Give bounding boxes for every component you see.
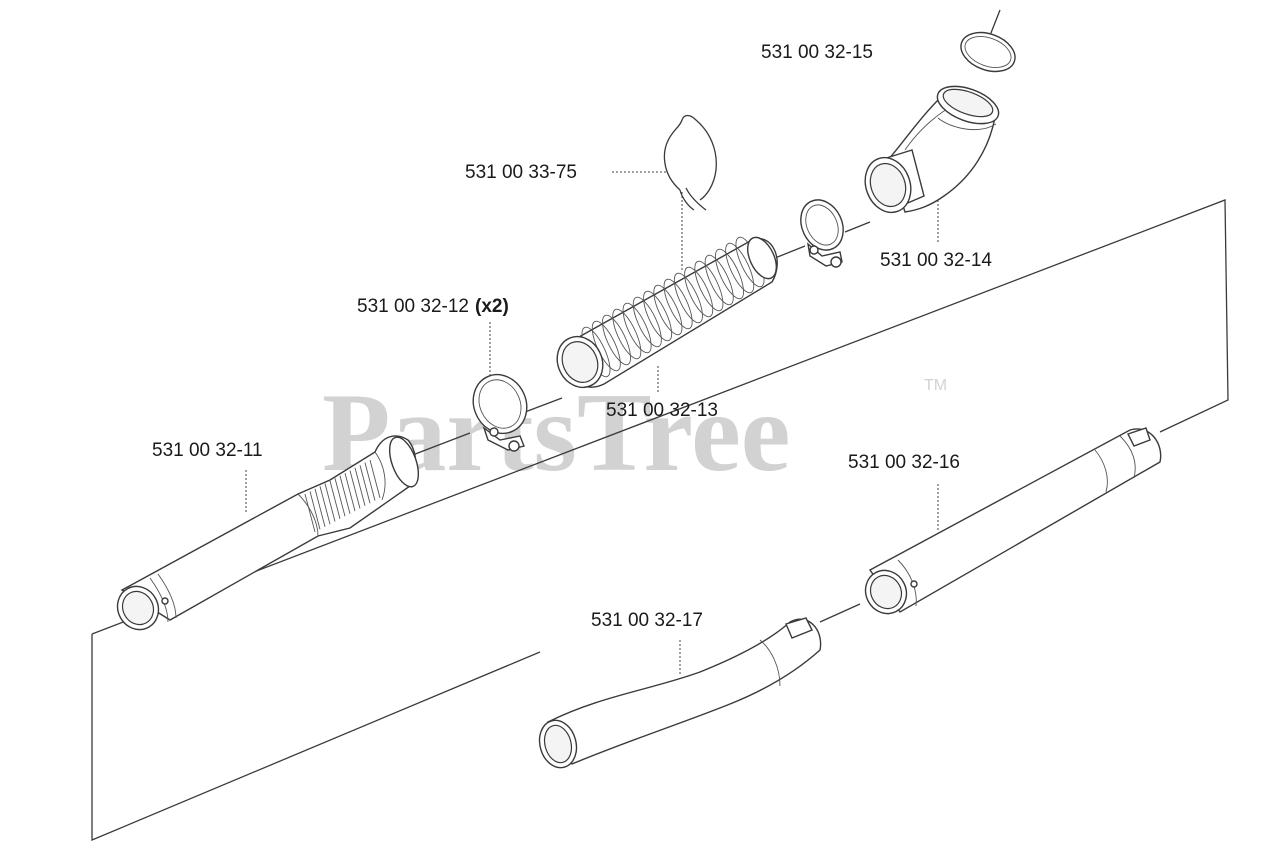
- middle-tube: [864, 427, 1162, 615]
- bellows-rib: [602, 314, 631, 366]
- label-elbow: 531 00 32-14: [880, 250, 992, 271]
- label-hose-clamp-number: 531 00 32-12: [357, 296, 469, 317]
- grip-rib: [304, 493, 316, 533]
- label-hose-clamp-qty: (x2): [475, 296, 509, 317]
- bellows-rib: [704, 254, 734, 306]
- bellows-rib: [622, 302, 652, 354]
- bellows-rib: [715, 248, 744, 300]
- grip-rib: [369, 459, 381, 499]
- grip-ribs: [304, 459, 381, 533]
- grip-rib: [314, 488, 326, 527]
- grip-rib: [364, 462, 376, 501]
- grip-rib: [344, 472, 356, 512]
- bellows-ribs: [581, 236, 765, 378]
- label-wire: 531 00 33-75: [465, 162, 577, 183]
- grip-rib: [319, 486, 331, 525]
- bellows-rib: [643, 290, 673, 342]
- bellows-rib: [612, 308, 642, 360]
- bellows-rib: [694, 260, 724, 312]
- grip-rib: [339, 475, 351, 514]
- leader-lines: [245, 171, 939, 676]
- label-bellows: 531 00 32-13: [606, 400, 718, 421]
- label-elbow-ring: 531 00 32-15: [761, 42, 873, 63]
- bellows-rib: [725, 242, 755, 294]
- bellows-rib: [684, 266, 714, 318]
- grip-rib: [349, 470, 361, 509]
- part-labels: 531 00 32-15 531 00 32-14 531 00 33-75 5…: [152, 42, 992, 631]
- grip-rib: [324, 483, 336, 522]
- elbow: [864, 85, 1000, 214]
- bellows-rib: [632, 296, 662, 348]
- grip-rib: [309, 491, 321, 530]
- bellows-rib: [653, 284, 683, 336]
- hose-clamp-upper: [800, 199, 844, 268]
- label-middle-tube: 531 00 32-16: [848, 452, 960, 473]
- grip-rib: [334, 478, 346, 517]
- bellows-rib: [673, 272, 703, 324]
- grip-rib: [354, 467, 366, 506]
- watermark-tm: TM: [924, 377, 947, 394]
- wire: [663, 114, 717, 211]
- nozzle: [538, 617, 822, 769]
- elbow-ring: [960, 31, 1016, 73]
- bellows-rib: [663, 278, 693, 330]
- label-hose-clamp: 531 00 32-12 (x2): [357, 296, 509, 317]
- label-handle-tube: 531 00 32-11: [152, 440, 263, 461]
- bellows: [556, 236, 778, 389]
- grip-rib: [359, 465, 371, 504]
- handle-tube: [116, 435, 420, 631]
- label-nozzle: 531 00 32-17: [591, 610, 703, 631]
- hose-clamp-lower: [472, 373, 528, 452]
- grip-rib: [329, 480, 341, 520]
